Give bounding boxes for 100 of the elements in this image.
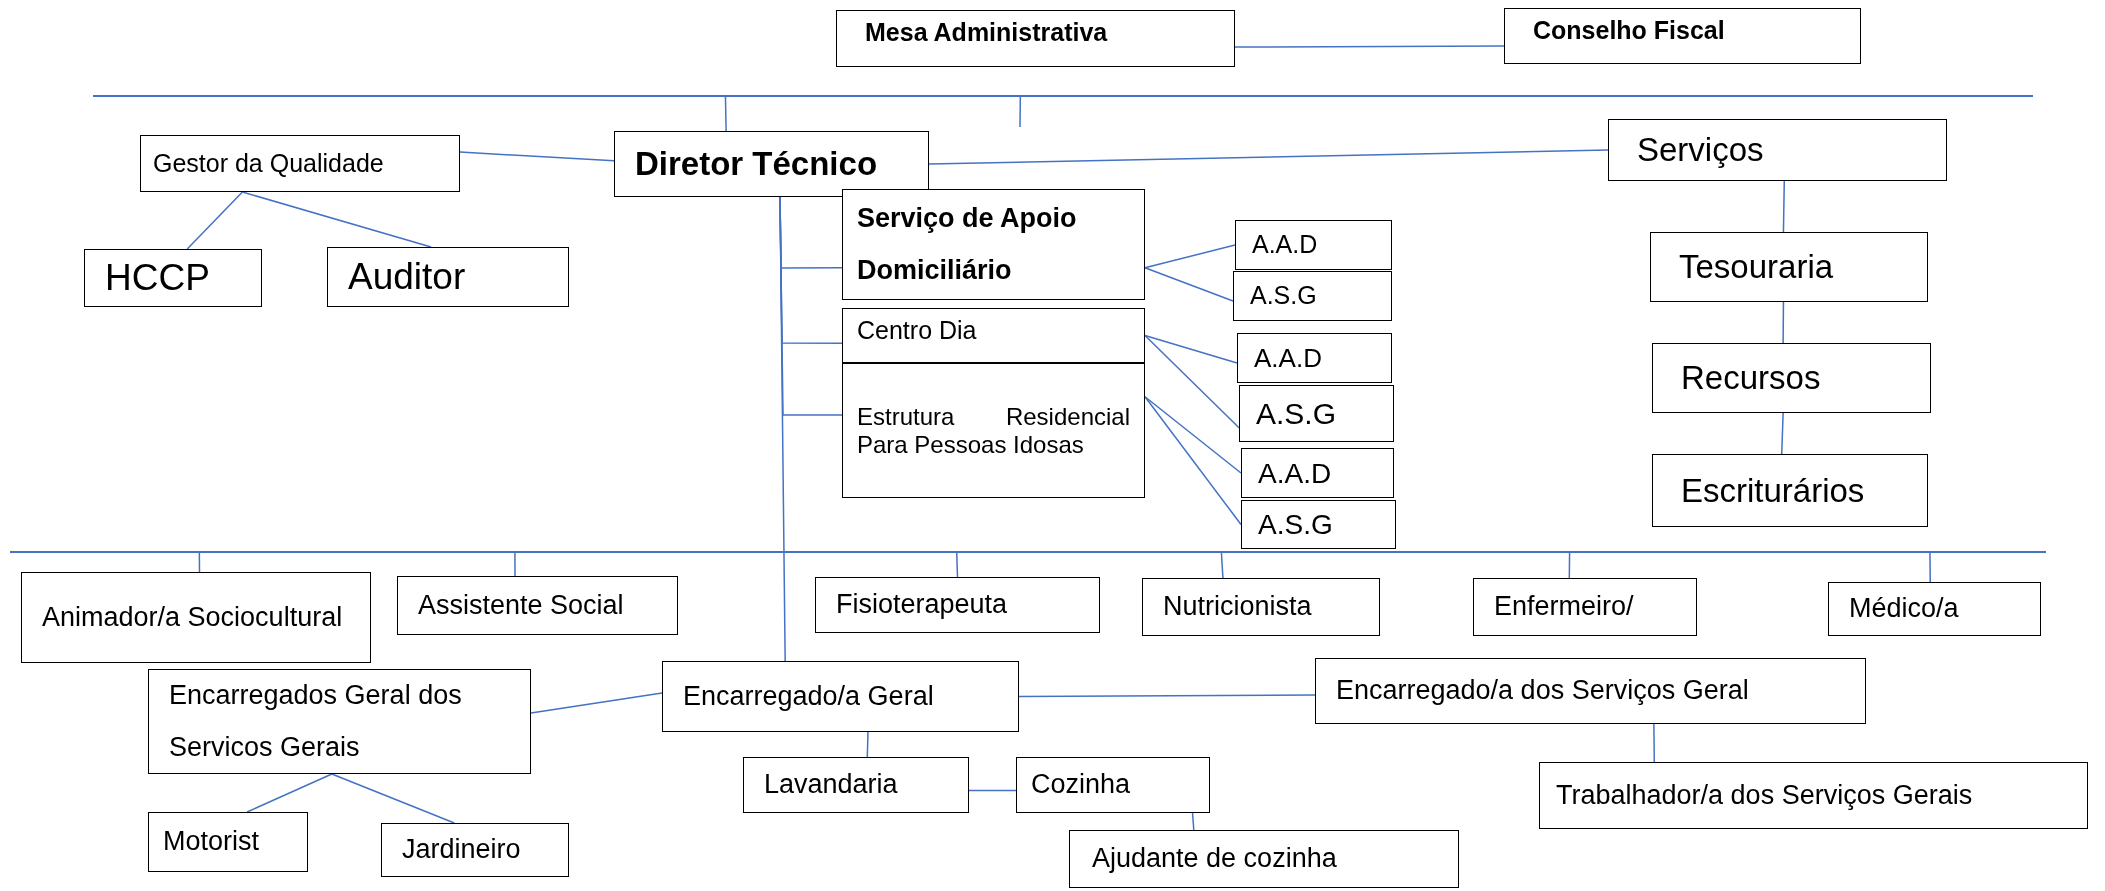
connector-bus-line: [10, 551, 2046, 553]
position-title: A.S.G: [1258, 508, 1333, 542]
connector-line: [530, 692, 663, 714]
position-title: Encarregados Geral dos Servicos Gerais: [169, 679, 463, 764]
org-chart-box: [614, 131, 929, 197]
position-title: Lavandaria: [764, 768, 898, 802]
org-chart-box: [1241, 448, 1394, 498]
connector-line: [198, 552, 201, 573]
position-title: A.S.G: [1256, 395, 1337, 432]
position-title: Serviço de Apoio Domiciliário: [857, 202, 1078, 287]
connector-line: [956, 552, 959, 578]
position-title: HCCP: [105, 255, 210, 300]
org-chart-box: [815, 577, 1100, 633]
connector-line: [1929, 552, 1931, 583]
position-title: Mesa Administrativa: [865, 17, 1108, 48]
position-title: Auditor: [348, 254, 466, 299]
org-chart-box: [1650, 232, 1928, 302]
org-chart-box: [1235, 220, 1392, 270]
position-title: Médico/a: [1849, 592, 1959, 626]
connector-line: [1144, 267, 1234, 302]
position-title: Enfermeiro/: [1494, 590, 1634, 624]
connector-line: [1144, 244, 1236, 269]
position-title: Ajudante de cozinha: [1092, 842, 1337, 876]
position-title: Fisioterapeuta: [836, 588, 1008, 622]
position-title: A.A.D: [1254, 341, 1322, 375]
position-title: Motorist: [163, 825, 260, 859]
position-title: Trabalhador/a dos Serviços Gerais: [1556, 778, 1973, 812]
position-title: Encarregado/a Geral: [683, 679, 934, 713]
org-chart-box: [836, 10, 1235, 67]
position-title: Estrutura Residencial Para Pessoas Idosas: [857, 402, 1130, 459]
connector-line: [514, 552, 516, 577]
connector-line: [1568, 552, 1571, 579]
connector-bus-line: [93, 95, 2033, 97]
position-title: Tesouraria: [1679, 247, 1834, 288]
position-title: Recursos: [1681, 358, 1821, 399]
position-title: Conselho Fiscal: [1533, 15, 1725, 46]
org-chart-box: [1608, 119, 1947, 181]
connector-line: [1144, 334, 1240, 429]
connector-line: [1019, 96, 1022, 128]
connector-line: [186, 191, 244, 250]
org-chart-box: [148, 812, 308, 872]
position-title: A.S.G: [1250, 280, 1317, 312]
connector-line: [241, 191, 432, 248]
connector-line: [724, 96, 727, 132]
org-chart-box: [1539, 762, 2088, 829]
connector-line: [1234, 45, 1505, 48]
org-chart-box: [842, 363, 1145, 498]
connector-line: [1144, 396, 1242, 526]
position-title: Gestor da Qualidade: [153, 147, 384, 179]
connector-line: [928, 149, 1609, 165]
org-chart-box: [1239, 385, 1394, 442]
connector-line: [246, 773, 333, 813]
org-chart-box: [84, 249, 262, 307]
org-chart-box: [148, 669, 531, 774]
org-chart-box: [1315, 658, 1866, 724]
org-chart-box: [21, 572, 371, 663]
connector-line: [1144, 396, 1242, 474]
position-title: A.A.D: [1252, 229, 1318, 261]
org-chart-box: [1828, 582, 2041, 636]
position-title: Animador/a Sociocultural: [42, 600, 343, 634]
position-title: A.A.D: [1258, 456, 1332, 491]
org-chart-box: [842, 308, 1145, 363]
org-chart-box: [140, 135, 460, 192]
org-chart-box: [1473, 578, 1697, 636]
org-chart-box: [842, 189, 1145, 300]
connector-line: [1780, 412, 1784, 455]
org-chart-box: [397, 576, 678, 635]
connector-line: [866, 731, 869, 758]
org-chart-box: [1233, 271, 1392, 321]
org-chart-box: [1652, 343, 1931, 413]
connector-line: [1191, 812, 1195, 831]
connector-line: [968, 789, 1017, 792]
connector-line: [331, 773, 456, 824]
org-chart-box: [1241, 500, 1396, 549]
org-chart-box: [1504, 8, 1861, 64]
position-title: Centro Dia: [857, 315, 977, 346]
connector-line: [1653, 723, 1656, 763]
org-chart-box: [1142, 578, 1380, 636]
org-chart-box: [1237, 333, 1392, 383]
org-chart-box: [662, 661, 1019, 732]
connector-line: [1144, 334, 1238, 364]
position-title: Cozinha: [1031, 768, 1131, 802]
org-chart-box: [381, 823, 569, 877]
position-title: Serviços: [1637, 130, 1764, 171]
connector-line: [1220, 552, 1224, 579]
org-chart-box: [1652, 454, 1928, 527]
connector-line: [1782, 301, 1785, 344]
org-chart-box: [1016, 757, 1210, 813]
position-title: Assistente Social: [418, 588, 624, 622]
position-title: Diretor Técnico: [635, 144, 878, 185]
org-chart-box: [1069, 830, 1459, 888]
org-chart-box: [327, 247, 569, 307]
connector-line: [1018, 694, 1316, 698]
org-chart-box: [743, 757, 969, 813]
connector-line: [1782, 180, 1786, 233]
position-title: Nutricionista: [1163, 590, 1312, 624]
connector-line: [459, 151, 615, 162]
position-title: Jardineiro: [402, 833, 521, 867]
position-title: Encarregado/a dos Serviços Geral: [1336, 674, 1749, 708]
position-title: Escriturários: [1681, 470, 1865, 511]
